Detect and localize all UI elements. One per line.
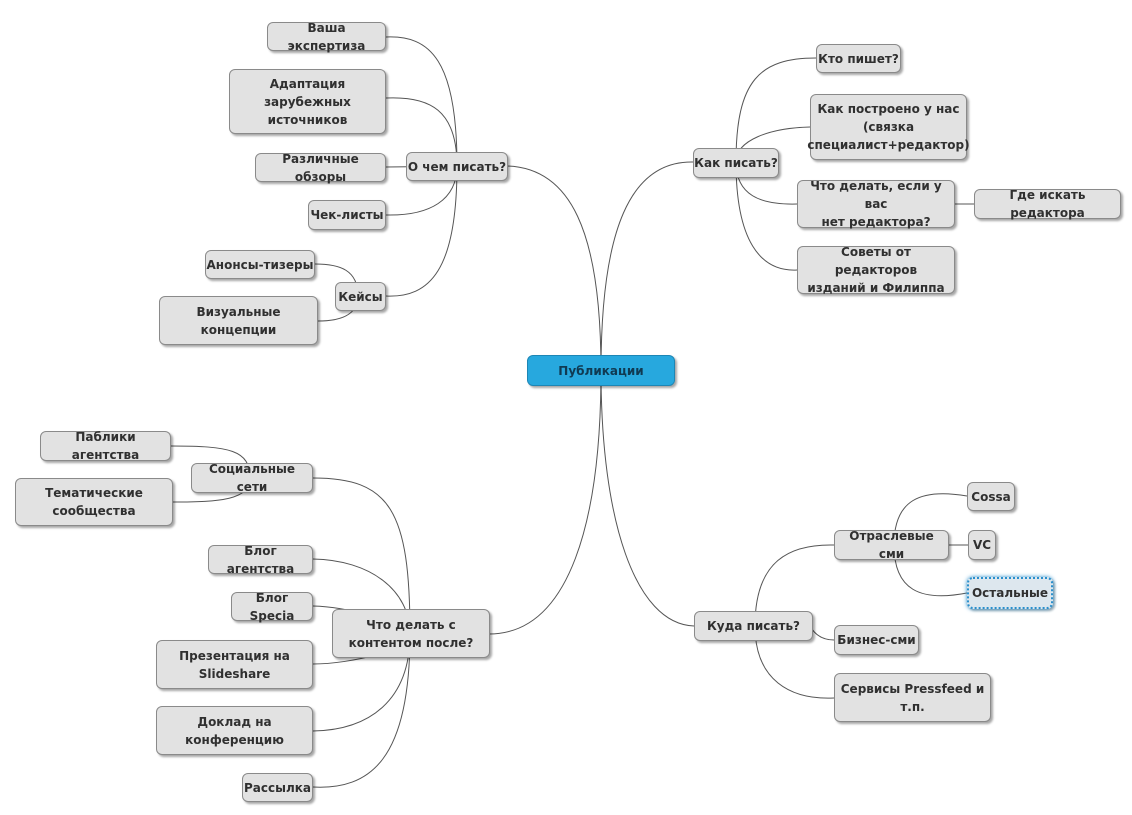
node-who-writes[interactable]: Кто пишет?	[816, 44, 901, 73]
node-thematic-communities[interactable]: Тематические сообщества	[15, 478, 173, 526]
link-root-what	[506, 165, 602, 372]
link-what-cases	[385, 165, 458, 297]
root-node-publications[interactable]: Публикации	[527, 355, 675, 386]
node-checklists[interactable]: Чек-листы	[308, 200, 386, 230]
node-cases[interactable]: Кейсы	[335, 282, 386, 311]
node-visual-concepts[interactable]: Визуальные концепции	[159, 296, 318, 345]
node-business-media[interactable]: Бизнес-сми	[834, 625, 919, 655]
node-slideshare[interactable]: Презентация на Slideshare	[156, 640, 313, 689]
branch-how-to-write[interactable]: Как писать?	[693, 148, 779, 178]
node-cossa[interactable]: Cossa	[967, 482, 1015, 511]
link-where-business	[809, 625, 835, 641]
node-industry-media[interactable]: Отраслевые сми	[834, 529, 949, 561]
link-where-industry	[754, 544, 835, 627]
node-conference[interactable]: Доклад на конференцию	[156, 706, 313, 755]
branch-what-to-write[interactable]: О чем писать?	[406, 152, 508, 181]
node-editor-advice[interactable]: Советы от редакторов изданий и Филиппа	[797, 245, 955, 295]
branch-after-content[interactable]: Что делать с контентом после?	[332, 609, 490, 658]
node-vc[interactable]: VC	[968, 530, 996, 560]
link-what-adaptation	[385, 97, 458, 167]
node-newsletter[interactable]: Рассылка	[242, 773, 313, 802]
node-agency-publics[interactable]: Паблики агентства	[40, 430, 171, 462]
node-social-networks[interactable]: Социальные сети	[191, 462, 313, 494]
link-after-social	[312, 477, 411, 635]
node-adaptation[interactable]: Адаптация зарубежных источников	[229, 69, 386, 134]
link-what-expertise	[385, 36, 458, 167]
link-how-advice	[735, 161, 798, 271]
node-no-editor[interactable]: Что делать, если у вас нет редактора?	[797, 179, 955, 229]
link-after-newsletter	[312, 633, 411, 788]
link-where-pressfeed	[754, 625, 835, 699]
node-agency-blog[interactable]: Блог агентства	[208, 544, 313, 576]
node-how-built[interactable]: Как построено у нас (связка специалист+р…	[807, 94, 970, 160]
node-specia-blog[interactable]: Блог Specia	[231, 591, 313, 623]
node-pressfeed[interactable]: Сервисы Pressfeed и т.п.	[834, 673, 991, 722]
node-expertise[interactable]: Ваша экспертиза	[267, 21, 386, 53]
link-root-how	[600, 161, 695, 372]
node-find-editor[interactable]: Где искать редактора	[974, 188, 1121, 220]
branch-where-to-write[interactable]: Куда писать?	[694, 611, 813, 641]
node-others-selected[interactable]: Остальные	[967, 577, 1053, 609]
link-how-who	[735, 57, 817, 163]
node-teasers[interactable]: Анонсы-тизеры	[205, 250, 315, 279]
link-root-where	[600, 370, 695, 627]
node-reviews[interactable]: Различные обзоры	[255, 152, 386, 184]
link-root-after	[488, 370, 602, 635]
